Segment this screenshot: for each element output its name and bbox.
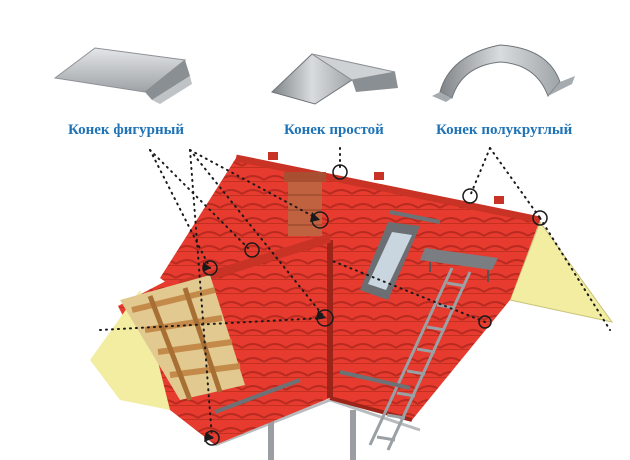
label-ridge-figured: Конек фигурный xyxy=(68,122,184,138)
label-ridge-simple: Конек простой xyxy=(284,122,384,138)
roof-illustration xyxy=(90,152,612,460)
semicircular-ridge-icon xyxy=(432,45,575,102)
simple-ridge-icon xyxy=(272,54,398,104)
figured-ridge-icon xyxy=(55,48,192,104)
label-ridge-semicircular: Конек полукруглый xyxy=(436,122,573,138)
